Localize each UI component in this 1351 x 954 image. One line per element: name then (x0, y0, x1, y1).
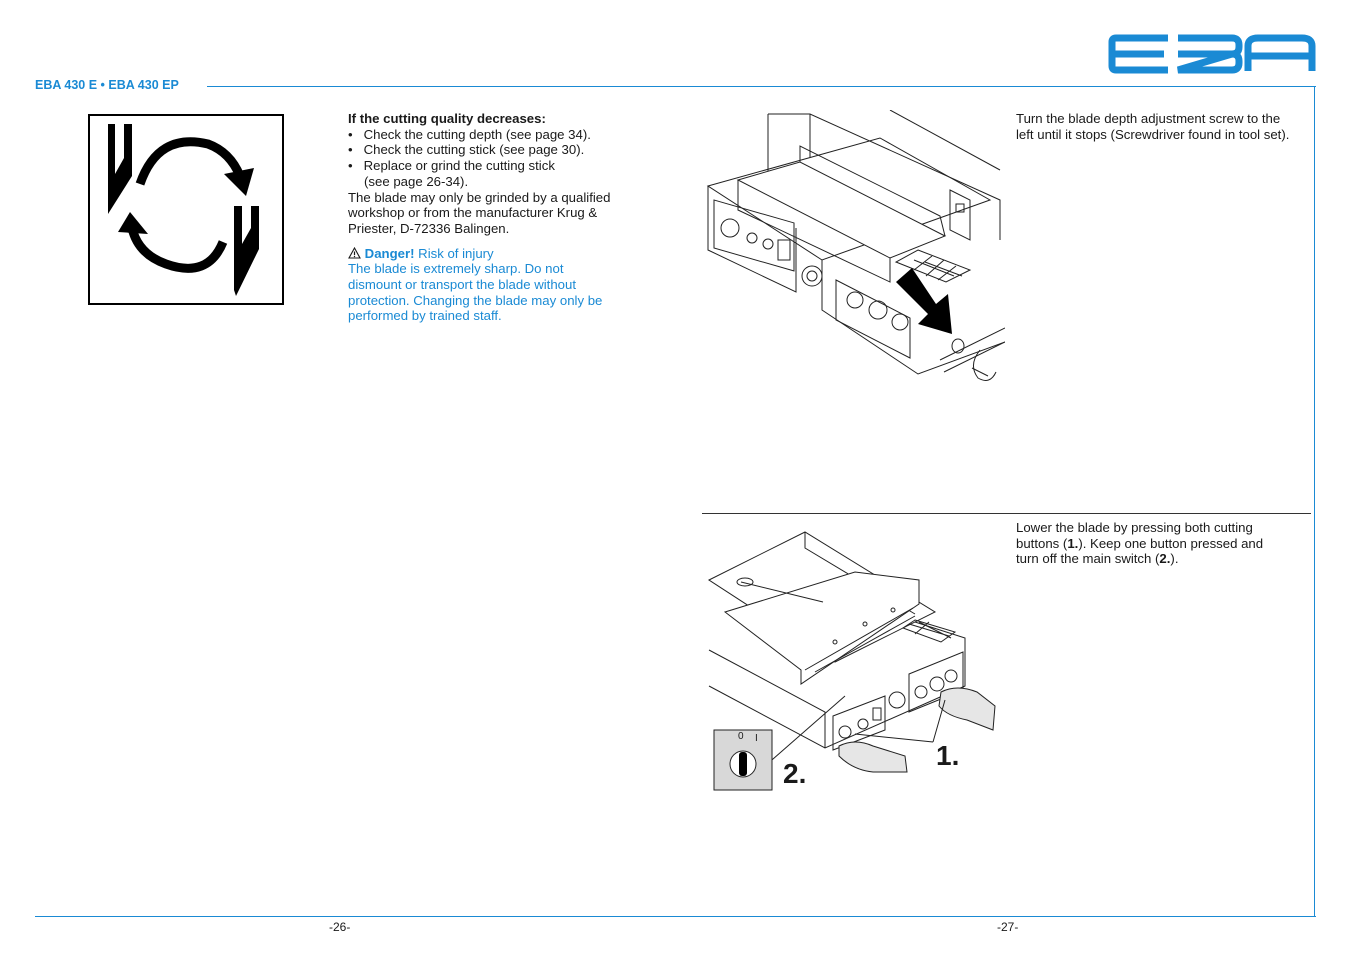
step-1-line: left until it stops (Screwdriver found i… (1016, 126, 1290, 142)
danger-heading: Danger! Risk of injury (348, 246, 668, 262)
danger-subtitle: Risk of injury (414, 245, 494, 261)
danger-line: protection. Changing the blade may only … (348, 292, 603, 308)
section-heading: If the cutting quality decreases: (348, 111, 546, 126)
list-item: • Replace or grind the cutting stick (348, 158, 555, 174)
header-rule (207, 86, 675, 87)
page-number-left: -26- (329, 920, 351, 934)
switch-on-label: I (755, 733, 758, 744)
main-switch-icon (713, 729, 773, 791)
danger-line: The blade is extremely sharp. Do not (348, 261, 564, 277)
list-item: • Check the cutting depth (see page 34). (348, 126, 591, 142)
body-line: workshop or from the manufacturer Krug & (348, 205, 598, 221)
document-title: EBA 430 E • EBA 430 EP (35, 78, 179, 92)
step-2-text: Lower the blade by pressing both cutting… (1016, 520, 1312, 567)
step-2-line: buttons (1.). Keep one button pressed an… (1016, 535, 1264, 551)
eba-logo (1108, 34, 1316, 74)
header-rule-right (675, 86, 1316, 87)
blade-rotate-icon (88, 114, 284, 305)
frame-rule-right (1314, 86, 1315, 916)
list-item-continued: (see page 26-34). (364, 173, 469, 189)
step-1-line: Turn the blade depth adjustment screw to… (1016, 111, 1281, 126)
step-2-line: Lower the blade by pressing both cutting (1016, 520, 1253, 535)
danger-line: performed by trained staff. (348, 308, 502, 324)
list-item: • Check the cutting stick (see page 30). (348, 142, 585, 158)
footer-rule (35, 916, 1316, 917)
step-label-2: 2. (783, 758, 807, 789)
step-label-1: 1. (936, 740, 960, 771)
warning-triangle-icon (348, 246, 361, 259)
switch-off-label: 0 (738, 731, 744, 742)
lower-blade-illustration (707, 531, 996, 791)
body-line: Priester, D-72336 Balingen. (348, 220, 510, 236)
step-2-line: turn off the main switch (2.). (1016, 551, 1179, 567)
body-line: The blade may only be grinded by a quali… (348, 189, 611, 205)
page-number-right: -27- (997, 920, 1019, 934)
danger-line: dismount or transport the blade without (348, 277, 576, 293)
step-1-text: Turn the blade depth adjustment screw to… (1016, 111, 1312, 142)
screw-adjustment-illustration (706, 110, 1005, 381)
section-divider (702, 513, 1311, 514)
danger-label: Danger! (364, 245, 415, 261)
maintenance-instructions: If the cutting quality decreases: • Chec… (348, 111, 668, 324)
